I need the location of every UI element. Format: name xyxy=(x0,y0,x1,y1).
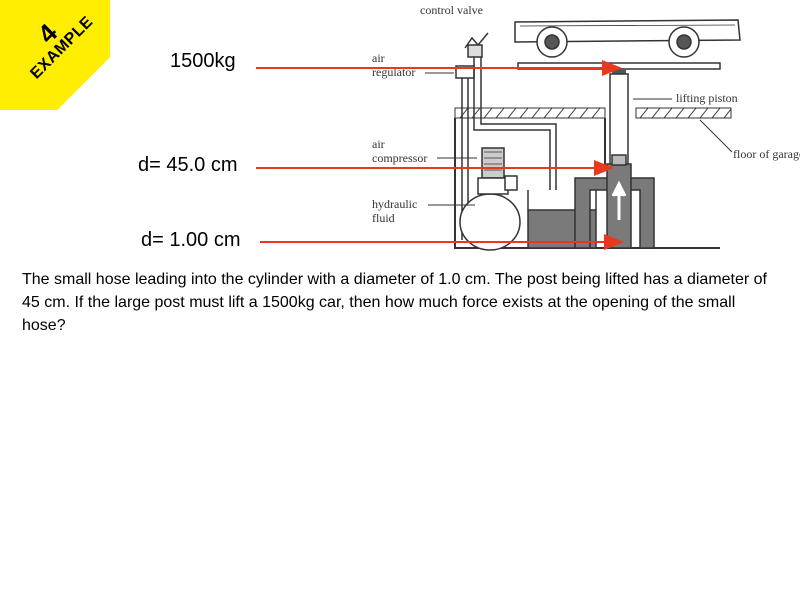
label-hydraulic-fluid-2: fluid xyxy=(372,211,395,225)
car-illustration xyxy=(514,19,741,58)
label-air-regulator-1: air xyxy=(372,51,385,65)
hydraulic-lift-diagram: control valve air regulator lifting pist… xyxy=(256,3,800,251)
problem-statement: The small hose leading into the cylinder… xyxy=(22,271,767,334)
label-large-diameter: d= 45.0 cm xyxy=(138,154,238,176)
label-control-valve: control valve xyxy=(420,3,483,17)
air-compressor xyxy=(459,147,521,251)
garage-floor xyxy=(454,107,732,119)
label-air-compressor-2: compressor xyxy=(372,151,427,165)
label-small-diameter: d= 1.00 cm xyxy=(141,229,241,251)
lifting-piston xyxy=(606,73,632,249)
label-lifting-piston: lifting piston xyxy=(676,91,738,105)
diagram-leader-lines xyxy=(425,72,733,206)
label-hydraulic-fluid-1: hydraulic xyxy=(372,197,417,211)
label-air-compressor-1: air xyxy=(372,137,385,151)
label-floor-of-garage: floor of garage xyxy=(733,147,800,161)
label-mass: 1500kg xyxy=(170,50,236,72)
control-valve xyxy=(464,32,489,58)
